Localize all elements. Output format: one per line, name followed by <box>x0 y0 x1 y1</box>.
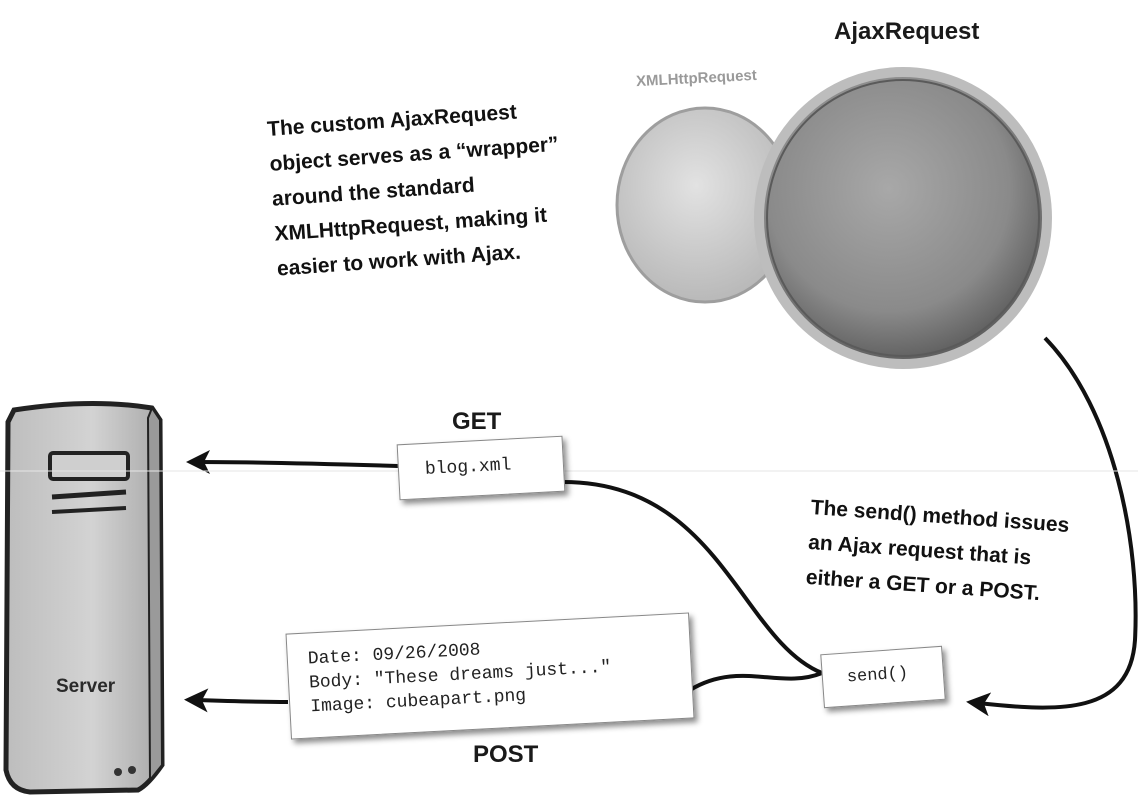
ajaxrequest-bubble-rim <box>766 79 1040 357</box>
get-label: GET <box>452 408 502 435</box>
send-method-card: send() <box>820 645 946 709</box>
send-method-label: send() <box>846 664 909 688</box>
server-tower <box>3 400 165 795</box>
wrapper-note: The custom AjaxRequest object serves as … <box>266 92 567 287</box>
send-to-get-connector <box>559 479 823 675</box>
send-note: The send() method issues an Ajax request… <box>805 490 1071 613</box>
post-payload: Date: 09/26/2008 Body: "These dreams jus… <box>307 632 613 720</box>
server-drive-bay <box>48 451 130 481</box>
send-to-post-connector <box>688 671 823 692</box>
post-label: POST <box>473 741 539 768</box>
post-arrow <box>184 688 289 713</box>
server-led <box>128 766 136 774</box>
get-payload: blog.xml <box>424 455 512 480</box>
post-payload-card: Date: 09/26/2008 Body: "These dreams jus… <box>285 612 695 740</box>
server-label: Server <box>56 676 116 697</box>
server-led <box>114 768 122 776</box>
get-arrow <box>186 450 399 475</box>
bubble-to-send-arrow <box>966 336 1138 717</box>
ajaxrequest-bubble <box>754 67 1052 369</box>
get-payload-card: blog.xml <box>396 435 566 501</box>
ajaxrequest-label: AjaxRequest <box>834 18 980 45</box>
